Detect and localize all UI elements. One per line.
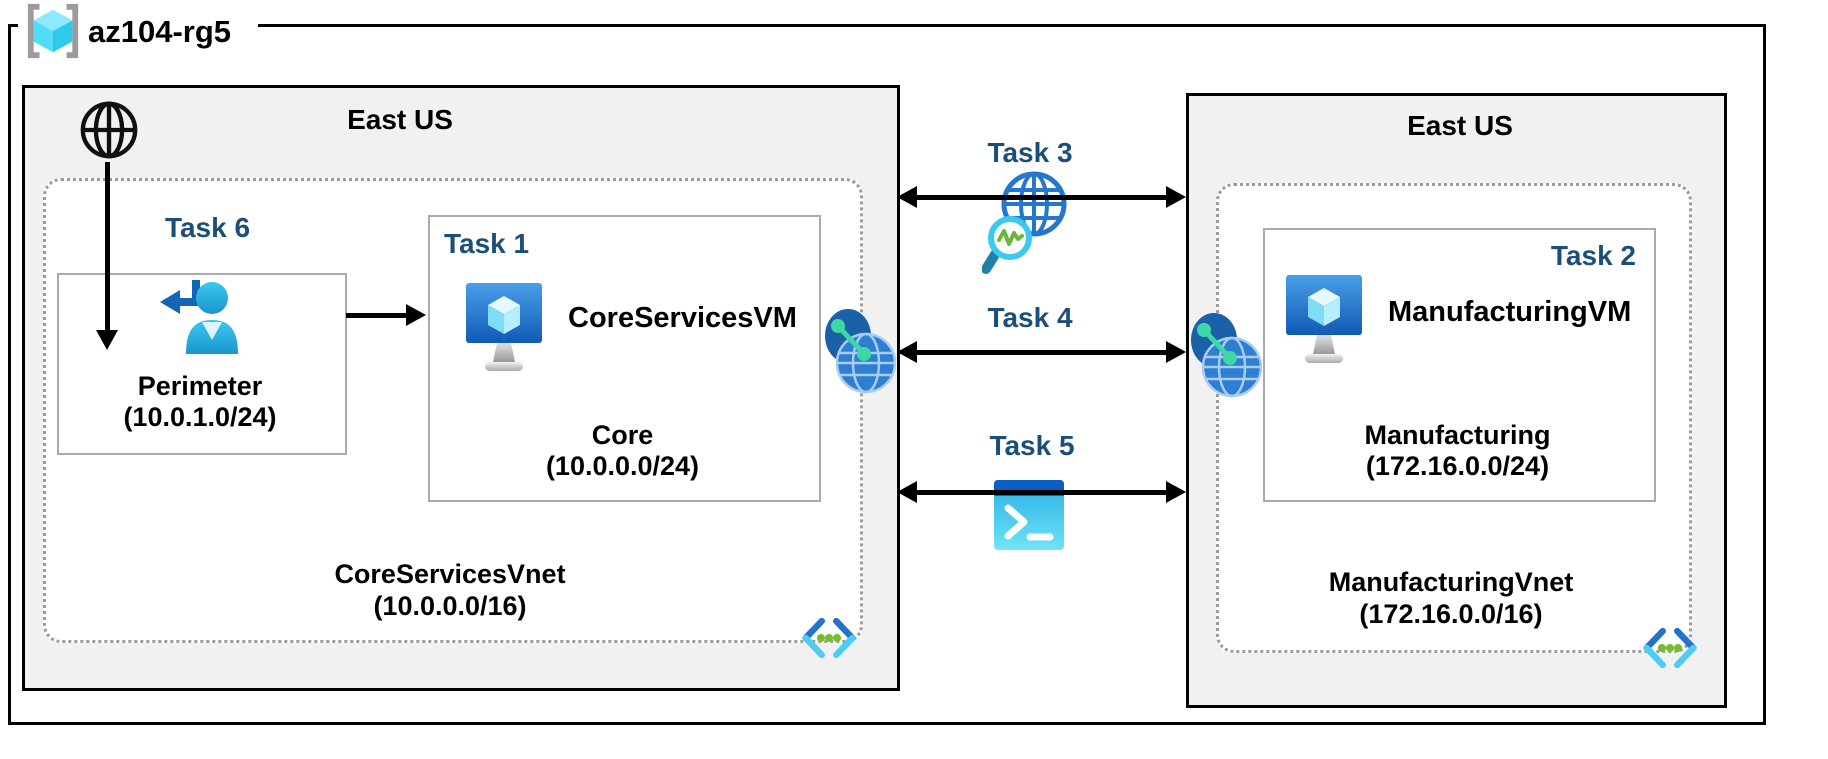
core-subnet-label: Core (10.0.0.0/24) bbox=[428, 420, 817, 482]
manufacturing-vm-name: ManufacturingVM bbox=[1388, 296, 1632, 328]
network-peering-icon bbox=[1191, 313, 1262, 398]
core-services-vnet-cidr: (10.0.0.0/16) bbox=[373, 591, 527, 621]
virtual-machine-icon bbox=[466, 283, 542, 371]
task3-label: Task 3 bbox=[987, 137, 1073, 168]
manufacturing-vnet-label: ManufacturingVnet (172.16.0.0/16) bbox=[1216, 566, 1686, 630]
manufacturing-vnet-name: ManufacturingVnet bbox=[1328, 567, 1574, 597]
resource-group-label: az104-rg5 bbox=[88, 14, 232, 49]
task5-shell-arrow bbox=[897, 481, 1186, 503]
network-peering-icon bbox=[825, 309, 896, 394]
core-services-vnet-label: CoreServicesVnet (10.0.0.0/16) bbox=[43, 558, 857, 622]
task2-box bbox=[1263, 228, 1656, 502]
cloud-shell-icon bbox=[994, 480, 1064, 550]
task6-label: Task 6 bbox=[164, 212, 251, 243]
perimeter-cidr: (10.0.1.0/24) bbox=[123, 402, 277, 432]
core-subnet-name: Core bbox=[591, 420, 654, 450]
task5-label: Task 5 bbox=[989, 430, 1075, 461]
internet-to-perimeter-arrow bbox=[96, 162, 118, 350]
manufacturing-subnet-label: Manufacturing (172.16.0.0/24) bbox=[1263, 420, 1652, 482]
perimeter-to-vm-arrow bbox=[346, 304, 426, 326]
guest-user-return-icon bbox=[160, 280, 238, 354]
region-left-title: East US bbox=[347, 104, 453, 135]
perimeter-subnet-label: Perimeter (10.0.1.0/24) bbox=[57, 371, 343, 433]
core-services-vm-name: CoreServicesVM bbox=[568, 302, 797, 334]
code-brackets-icon bbox=[1643, 627, 1697, 669]
region-right-title: East US bbox=[1407, 110, 1513, 141]
task1-box bbox=[428, 215, 821, 502]
core-services-vnet-name: CoreServicesVnet bbox=[334, 559, 566, 589]
manufacturing-vnet-cidr: (172.16.0.0/16) bbox=[1359, 599, 1543, 629]
task3-peering-arrow bbox=[897, 186, 1186, 208]
manufacturing-subnet-name: Manufacturing bbox=[1364, 420, 1551, 450]
code-brackets-icon bbox=[802, 617, 856, 659]
internet-globe-icon bbox=[80, 101, 138, 159]
task2-label: Task 2 bbox=[1550, 240, 1636, 271]
network-watcher-icon bbox=[982, 171, 1067, 274]
task4-label: Task 4 bbox=[987, 302, 1073, 333]
core-subnet-cidr: (10.0.0.0/24) bbox=[545, 451, 700, 481]
virtual-machine-icon bbox=[1286, 275, 1362, 363]
task4-peering-arrow bbox=[897, 341, 1186, 363]
resource-group-box bbox=[8, 24, 1766, 725]
manufacturing-subnet-cidr: (172.16.0.0/24) bbox=[1365, 451, 1550, 481]
border-gap bbox=[18, 21, 258, 30]
resource-group-icon bbox=[27, 3, 79, 59]
task1-label: Task 1 bbox=[444, 228, 530, 259]
perimeter-name: Perimeter bbox=[137, 371, 263, 401]
